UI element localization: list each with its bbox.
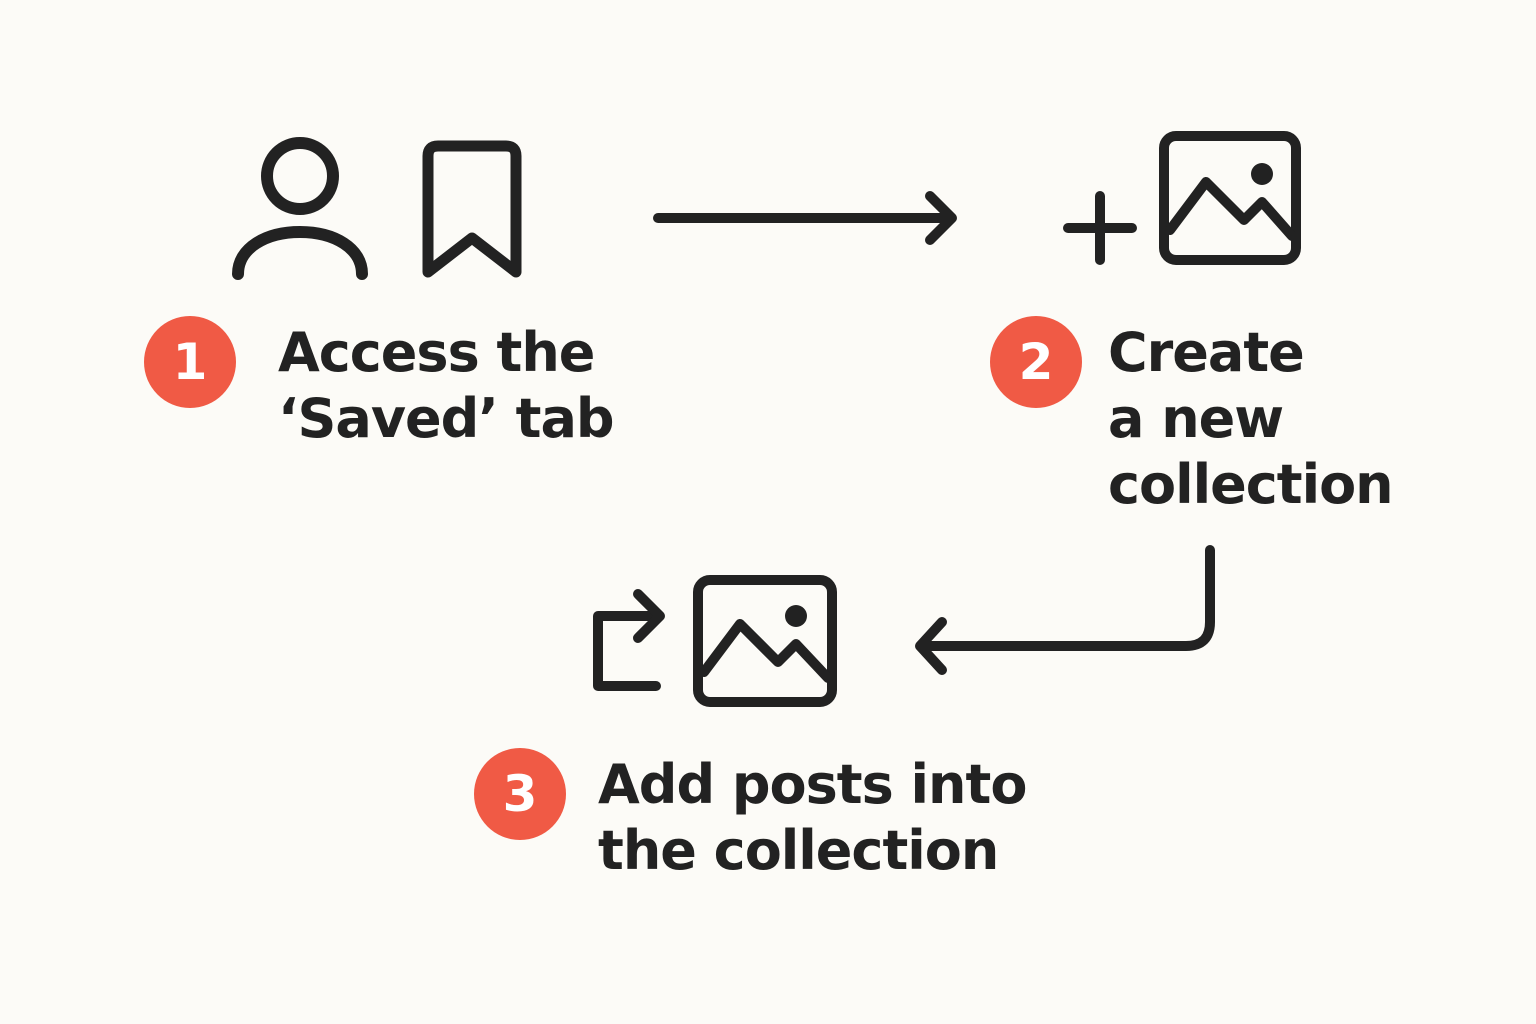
step-3-label-line-1: Add posts into xyxy=(598,753,1027,816)
step-1-badge: 1 xyxy=(144,316,236,408)
image-icon xyxy=(1156,130,1304,266)
step-1-label: Access the ‘Saved’ tab xyxy=(278,320,615,452)
step-1-label-line-2: ‘Saved’ tab xyxy=(278,387,615,450)
step-2-label-line-2: a new xyxy=(1108,387,1284,450)
step-3-badge: 3 xyxy=(474,748,566,840)
step-3-label-line-2: the collection xyxy=(598,819,999,882)
step-2-label-line-1: Create xyxy=(1108,321,1305,384)
step-2-badge: 2 xyxy=(990,316,1082,408)
step-2-label-line-3: collection xyxy=(1108,453,1394,516)
step-1-label-line-1: Access the xyxy=(278,321,595,384)
bookmark-icon xyxy=(416,138,528,284)
connector-arrow-right xyxy=(650,186,966,252)
step-3-label: Add posts into the collection xyxy=(598,752,1027,884)
image-icon xyxy=(690,572,840,708)
share-arrow-icon xyxy=(586,582,670,698)
user-icon xyxy=(226,136,376,286)
step-2-label: Create a new collection xyxy=(1108,320,1394,518)
plus-icon xyxy=(1062,190,1138,266)
connector-arrow-down-left xyxy=(904,540,1224,680)
